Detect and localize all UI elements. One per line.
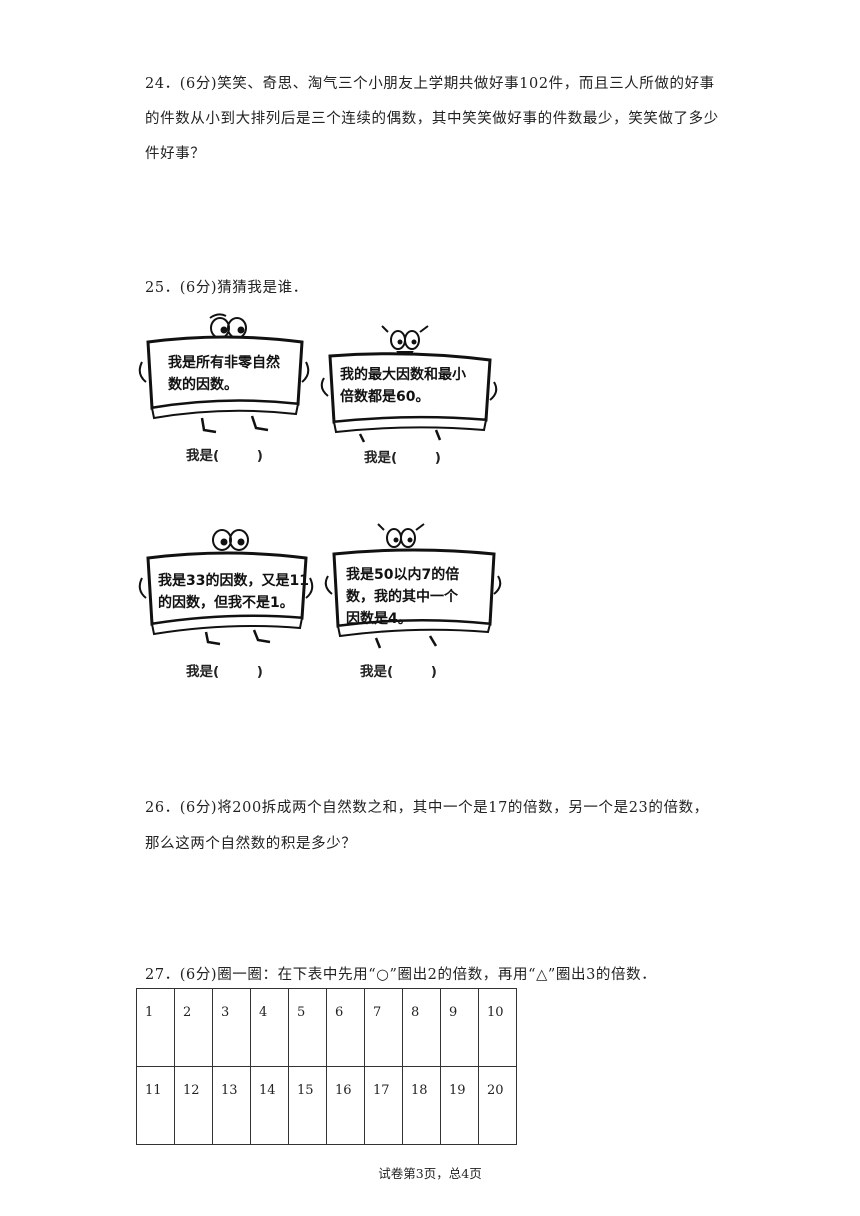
table-cell[interactable]: 16 (326, 1066, 365, 1145)
q27-title: 27．(6分)圈一圈：在下表中先用“○”圈出2的倍数，再用“△”圈出3的倍数． (145, 967, 657, 983)
table-cell[interactable]: 4 (250, 988, 289, 1067)
card-2-text-line-1: 我的最大因数和最小 (340, 367, 466, 383)
card-3-answer-blank[interactable]: 我是( ) (186, 664, 263, 680)
table-cell[interactable]: 13 (212, 1066, 251, 1145)
cartoon-card-illustration (138, 313, 310, 434)
riddle-card-4: 我是50以内7的倍 数，我的其中一个 因数是4。 (324, 520, 502, 660)
q25-title: 25．(6分)猜猜我是谁． (145, 280, 308, 296)
table-cell[interactable]: 19 (440, 1066, 479, 1145)
table-cell[interactable]: 17 (364, 1066, 403, 1145)
card-2-answer-blank[interactable]: 我是( ) (364, 450, 441, 466)
table-cell[interactable]: 3 (212, 988, 251, 1067)
table-cell[interactable]: 2 (174, 988, 213, 1067)
table-cell[interactable]: 6 (326, 988, 365, 1067)
q24-line-2: 的件数从小到大排列后是三个连续的偶数，其中笑笑做好事的件数最少，笑笑做了多少 (145, 111, 719, 127)
table-cell[interactable]: 18 (402, 1066, 441, 1145)
table-cell[interactable]: 14 (250, 1066, 289, 1145)
card-2-text-line-2: 倍数都是60。 (340, 389, 430, 405)
table-cell[interactable]: 1 (136, 988, 175, 1067)
table-cell[interactable]: 9 (440, 988, 479, 1067)
card-3-text-line-1: 我是33的因数，又是11 (158, 573, 309, 589)
q24-line-3: 件好事？ (145, 146, 206, 162)
q26-line-1: 26．(6分)将200拆成两个自然数之和，其中一个是17的倍数，另一个是23的倍… (145, 800, 709, 816)
table-row: 11 12 13 14 15 16 17 18 19 20 (136, 1066, 517, 1145)
table-cell[interactable]: 15 (288, 1066, 327, 1145)
card-1-text-line-1: 我是所有非零自然 (168, 355, 280, 371)
table-cell[interactable]: 7 (364, 988, 403, 1067)
q24-line-1: 24．(6分)笑笑、奇思、淘气三个小朋友上学期共做好事102件，而且三人所做的好… (145, 76, 715, 92)
table-cell[interactable]: 8 (402, 988, 441, 1067)
table-cell[interactable]: 20 (478, 1066, 517, 1145)
card-3-text-line-2: 的因数，但我不是1。 (158, 595, 294, 611)
riddle-card-1: 我是所有非零自然 数的因数。 (138, 312, 310, 462)
table-cell[interactable]: 12 (174, 1066, 213, 1145)
table-cell[interactable]: 11 (136, 1066, 175, 1145)
card-1-answer-blank[interactable]: 我是( ) (186, 448, 263, 464)
q26-line-2: 那么这两个自然数的积是多少？ (145, 836, 357, 852)
card-4-answer-blank[interactable]: 我是( ) (360, 664, 437, 680)
cartoon-card-illustration (324, 523, 502, 649)
card-4-text-line-3: 因数是4。 (346, 611, 412, 627)
cartoon-card-illustration (320, 325, 498, 443)
table-cell[interactable]: 10 (478, 988, 517, 1067)
cartoon-card-illustration (138, 529, 314, 646)
card-4-text-line-2: 数，我的其中一个 (346, 589, 458, 605)
card-1-text-line-2: 数的因数。 (168, 377, 238, 393)
riddle-card-3: 我是33的因数，又是11 的因数，但我不是1。 (138, 524, 314, 664)
card-4-text-line-1: 我是50以内7的倍 (346, 567, 460, 583)
table-row: 1 2 3 4 5 6 7 8 9 10 (136, 988, 517, 1067)
number-table: 1 2 3 4 5 6 7 8 9 10 11 12 13 14 15 16 1… (136, 988, 517, 1145)
page-footer: 试卷第3页，总4页 (378, 1166, 482, 1181)
riddle-card-2: 我的最大因数和最小 倍数都是60。 (320, 322, 500, 452)
table-cell[interactable]: 5 (288, 988, 327, 1067)
